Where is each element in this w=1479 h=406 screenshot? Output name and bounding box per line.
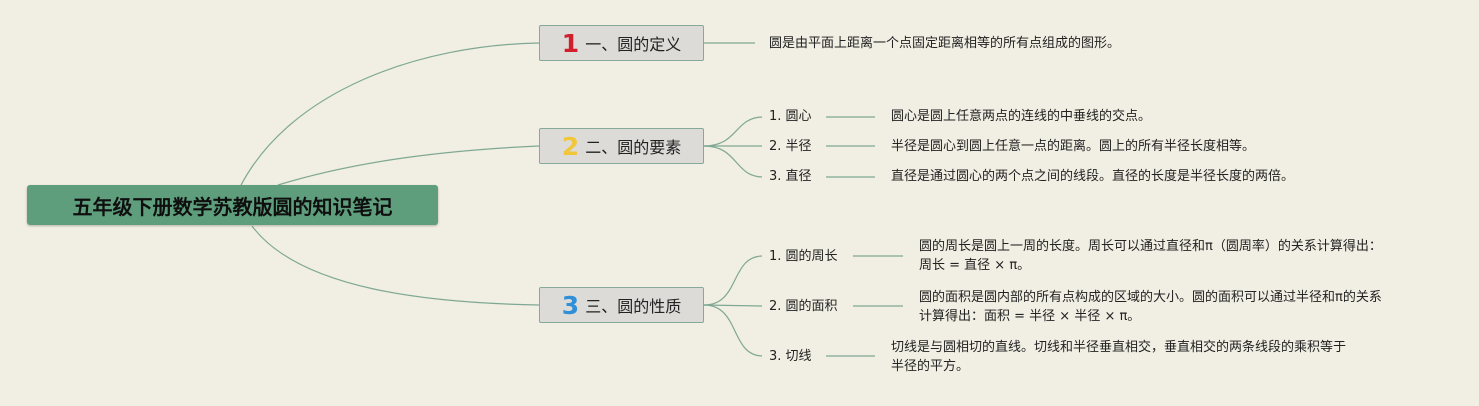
subtopic-area[interactable]: 2. 圆的面积 xyxy=(769,299,838,314)
connector-branch-2-item-1 xyxy=(703,116,763,147)
connector-root-branch-2 xyxy=(277,145,540,186)
diameter-text[interactable]: 直径是通过圆心的两个点之间的线段。直径的长度是半径长度的两倍。 xyxy=(891,169,1295,184)
number-3-marker: 3 xyxy=(561,290,580,320)
definition-text[interactable]: 圆是由平面上距离一个点固定距离相等的所有点组成的图形。 xyxy=(769,36,1121,51)
subtopic-radius[interactable]: 2. 半径 xyxy=(769,139,812,154)
branch-elements[interactable]: 2 二、圆的要素 xyxy=(539,128,704,164)
text-line: 计算得出：面积 = 半径 × 半径 × π。 xyxy=(919,309,1141,324)
subtopic-diameter[interactable]: 3. 直径 xyxy=(769,169,812,184)
area-text[interactable]: 圆的面积是圆内部的所有点构成的区域的大小。圆的面积可以通过半径和π的关系 计算得… xyxy=(919,288,1382,326)
subtopic-tangent[interactable]: 3. 切线 xyxy=(769,349,812,364)
text-line: 圆的面积是圆内部的所有点构成的区域的大小。圆的面积可以通过半径和π的关系 xyxy=(919,290,1382,305)
connector-root-branch-1 xyxy=(239,42,540,188)
circumference-text[interactable]: 圆的周长是圆上一周的长度。周长可以通过直径和π（圆周率）的关系计算得出： 周长 … xyxy=(919,237,1382,275)
branch-label: 二、圆的要素 xyxy=(585,138,682,157)
subtopic-circumference[interactable]: 1. 圆的周长 xyxy=(769,249,838,264)
number-2-marker: 2 xyxy=(561,131,580,161)
connector-root-branch-3 xyxy=(251,225,540,306)
connector-branch-3-item-2 xyxy=(703,304,763,307)
connector-branch-3-item-1 xyxy=(703,255,763,306)
text-line: 半径的平方。 xyxy=(891,359,970,374)
root-topic[interactable]: 五年级下册数学苏教版圆的知识笔记 xyxy=(27,185,438,225)
branch-properties[interactable]: 3 三、圆的性质 xyxy=(539,287,704,323)
tangent-text[interactable]: 切线是与圆相切的直线。切线和半径垂直相交，垂直相交的两条线段的乘积等于 半径的平… xyxy=(891,338,1346,376)
text-line: 周长 = 直径 × π。 xyxy=(919,258,1031,273)
text-line: 切线是与圆相切的直线。切线和半径垂直相交，垂直相交的两条线段的乘积等于 xyxy=(891,340,1347,355)
center-text[interactable]: 圆心是圆上任意两点的连线的中垂线的交点。 xyxy=(891,109,1152,124)
radius-text[interactable]: 半径是圆心到圆上任意一点的距离。圆上的所有半径长度相等。 xyxy=(891,139,1256,154)
subtopic-center[interactable]: 1. 圆心 xyxy=(769,109,812,124)
branch-label: 三、圆的性质 xyxy=(585,297,682,316)
branch-label: 一、圆的定义 xyxy=(585,35,682,54)
number-1-marker: 1 xyxy=(561,28,580,58)
branch-definition[interactable]: 1 一、圆的定义 xyxy=(539,25,704,61)
connector-branch-2-item-3 xyxy=(703,145,763,178)
text-line: 圆的周长是圆上一周的长度。周长可以通过直径和π（圆周率）的关系计算得出： xyxy=(919,239,1382,254)
connector-branch-3-item-3 xyxy=(703,304,763,357)
